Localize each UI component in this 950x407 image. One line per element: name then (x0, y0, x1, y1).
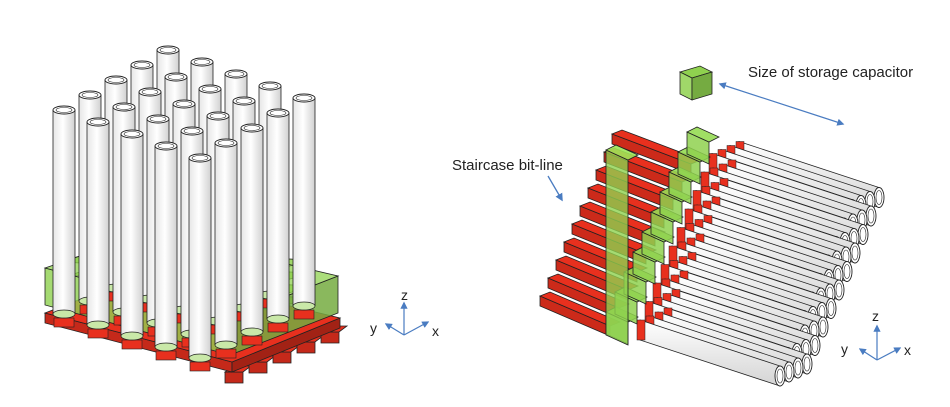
pillar-hollow (133, 62, 151, 68)
capacitor-contact (636, 319, 646, 341)
capacitor-size-arrow (718, 82, 845, 126)
capacitor-hollow (835, 282, 843, 298)
capacitor-pillar (266, 108, 290, 333)
bit-line-strip (224, 371, 244, 384)
capacitor-pillar (292, 93, 316, 320)
pillar-base (266, 314, 290, 324)
pillar-body (87, 122, 109, 325)
axis-x-label: x (432, 323, 439, 339)
pillar-hollow (149, 116, 167, 122)
capacitor-hollow (843, 264, 851, 279)
staircase-arrow (547, 175, 563, 202)
capacitor-hollow (785, 364, 793, 380)
pillar-base (240, 327, 264, 337)
axis-z-label: z (401, 287, 408, 303)
pillar-hollow (191, 155, 209, 161)
pillar-base (86, 320, 110, 330)
pillar-hollow (183, 128, 201, 134)
capacitor-hollow (803, 356, 811, 372)
contact-collar (267, 322, 289, 333)
pillar-hollow (157, 143, 175, 149)
contact-collar (53, 317, 75, 328)
pillar-body (267, 113, 289, 319)
pillar-base (214, 340, 238, 350)
capacitor-pillar (240, 123, 264, 346)
pillar-hollow (227, 71, 245, 77)
horizontal-capacitors (636, 140, 885, 387)
axis-x-label: x (904, 342, 911, 358)
capacitor-pillar (188, 153, 212, 372)
contact-collar (293, 309, 315, 320)
storage-capacitor-size-label: Size of storage capacitor (748, 64, 913, 81)
capacitor-hollow (875, 190, 883, 205)
capacitor-pillar (120, 129, 144, 350)
capacitor-pillar (154, 141, 178, 361)
capacitor-pillars (52, 45, 316, 372)
contact-collar (155, 350, 177, 361)
horizontal-capacitor (636, 319, 786, 387)
capacitor-hollow (827, 301, 835, 316)
pillar-hollow (243, 125, 261, 131)
capacitor-hollow (794, 360, 802, 376)
pillar-hollow (209, 113, 227, 119)
pillar-hollow (81, 92, 99, 98)
axis-y-label: y (841, 341, 848, 357)
pillar-hollow (201, 86, 219, 92)
capacitor-hollow (819, 319, 827, 335)
pillar-hollow (167, 74, 185, 80)
capacitor-hollow (776, 368, 784, 384)
vertical-capacitor-array (43, 45, 349, 384)
pillar-hollow (159, 47, 177, 53)
transistor-column-top (605, 144, 639, 161)
contact-collar (87, 328, 109, 339)
pillar-hollow (175, 101, 193, 107)
horizontal-capacitor-stack (538, 65, 885, 387)
pillar-body (215, 143, 237, 345)
pillar-hollow (55, 107, 73, 113)
pillar-base (120, 331, 144, 341)
pillar-hollow (123, 131, 141, 137)
transistor-column-side (691, 71, 713, 101)
pillar-body (189, 158, 211, 358)
pillar-hollow (141, 89, 159, 95)
axis-z-label: z (872, 308, 879, 324)
staircase-bit-line-label: Staircase bit-line (452, 157, 563, 174)
pillar-base (154, 342, 178, 352)
pillar-hollow (235, 98, 253, 104)
axis-y-label: y (370, 320, 377, 336)
capacitor-hollow (851, 245, 859, 261)
pillar-body (121, 134, 143, 336)
pillar-hollow (217, 140, 235, 146)
pillar-base (292, 301, 316, 311)
axis-triad-right: z y x (841, 308, 911, 361)
pillar-hollow (295, 95, 313, 101)
capacitor-pillar (86, 117, 110, 339)
contact-collar (215, 348, 237, 359)
contact-collar (189, 361, 211, 372)
pillar-base (52, 309, 76, 319)
pillar-hollow (269, 110, 287, 116)
transistor-column (605, 65, 720, 346)
capacitor-hollow (859, 227, 867, 242)
pillar-body (53, 110, 75, 314)
pillar-hollow (115, 104, 133, 110)
pillar-base (188, 353, 212, 363)
axis-triad-left: z y x (370, 287, 439, 339)
transistor-column-front (605, 149, 629, 346)
capacitor-pillar (52, 105, 76, 328)
pillar-body (155, 146, 177, 347)
contact-collar (241, 335, 263, 346)
contact-collar (121, 339, 143, 350)
pillar-body (293, 98, 315, 306)
capacitor-pillar (214, 138, 238, 359)
pillar-hollow (261, 83, 279, 89)
capacitor-hollow (867, 208, 875, 224)
pillar-body (241, 128, 263, 332)
pillar-hollow (193, 59, 211, 65)
capacitor-hollow (811, 338, 819, 353)
pillar-hollow (107, 77, 125, 83)
pillar-hollow (89, 119, 107, 125)
transistor-column-top (686, 126, 720, 143)
